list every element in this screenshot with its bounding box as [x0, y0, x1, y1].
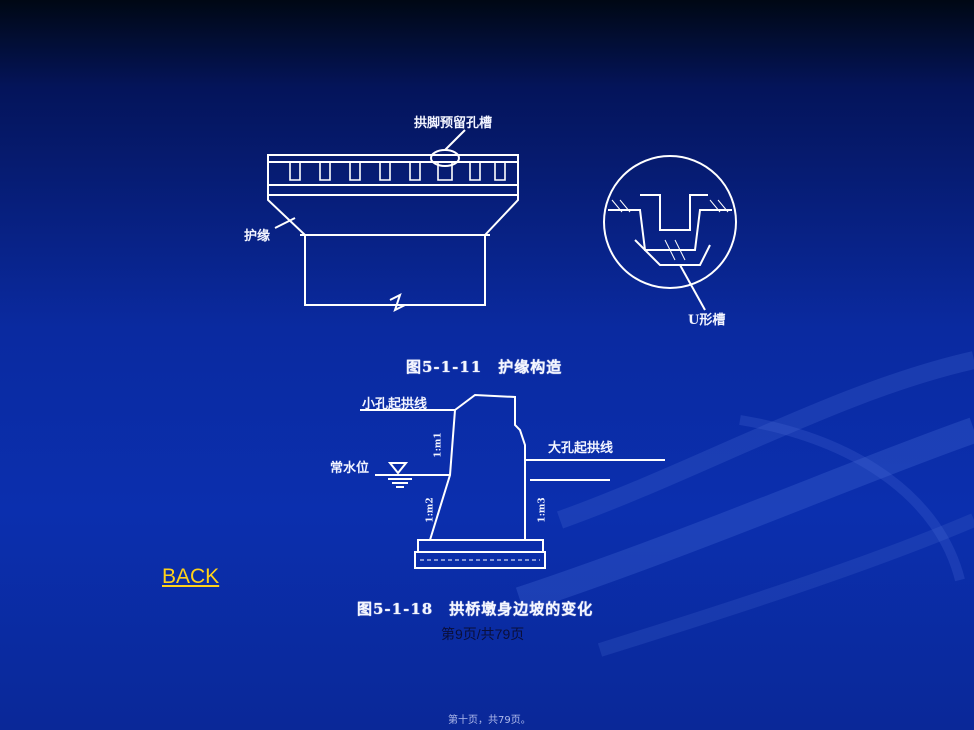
label-large-arch-springline: 大孔起拱线: [548, 441, 614, 456]
footer-text: 第十页，共79页。: [448, 715, 531, 726]
figure1-caption: 图5-1-11 护缘构造: [406, 358, 563, 376]
label-slope-m2: 1:m2: [425, 497, 436, 523]
figure-pier-slope-drawing: [360, 393, 665, 569]
label-guard-edge: 护缘: [244, 229, 271, 244]
figure-arch-abutment-drawing: [267, 129, 737, 312]
label-slope-m3: 1:m3: [537, 497, 548, 523]
label-arch-reserved-slot: 拱脚预留孔槽: [414, 116, 493, 131]
figure2-caption: 图5-1-18 拱桥墩身边坡的变化: [357, 600, 594, 618]
label-small-arch-springline: 小孔起拱线: [362, 397, 428, 412]
page-number: 第9页/共79页: [441, 626, 525, 642]
label-normal-water-level: 常水位: [330, 461, 370, 476]
back-link[interactable]: BACK: [162, 565, 220, 588]
label-slope-m1: 1:m1: [433, 432, 444, 458]
label-u-slot: U形槽: [688, 313, 726, 328]
